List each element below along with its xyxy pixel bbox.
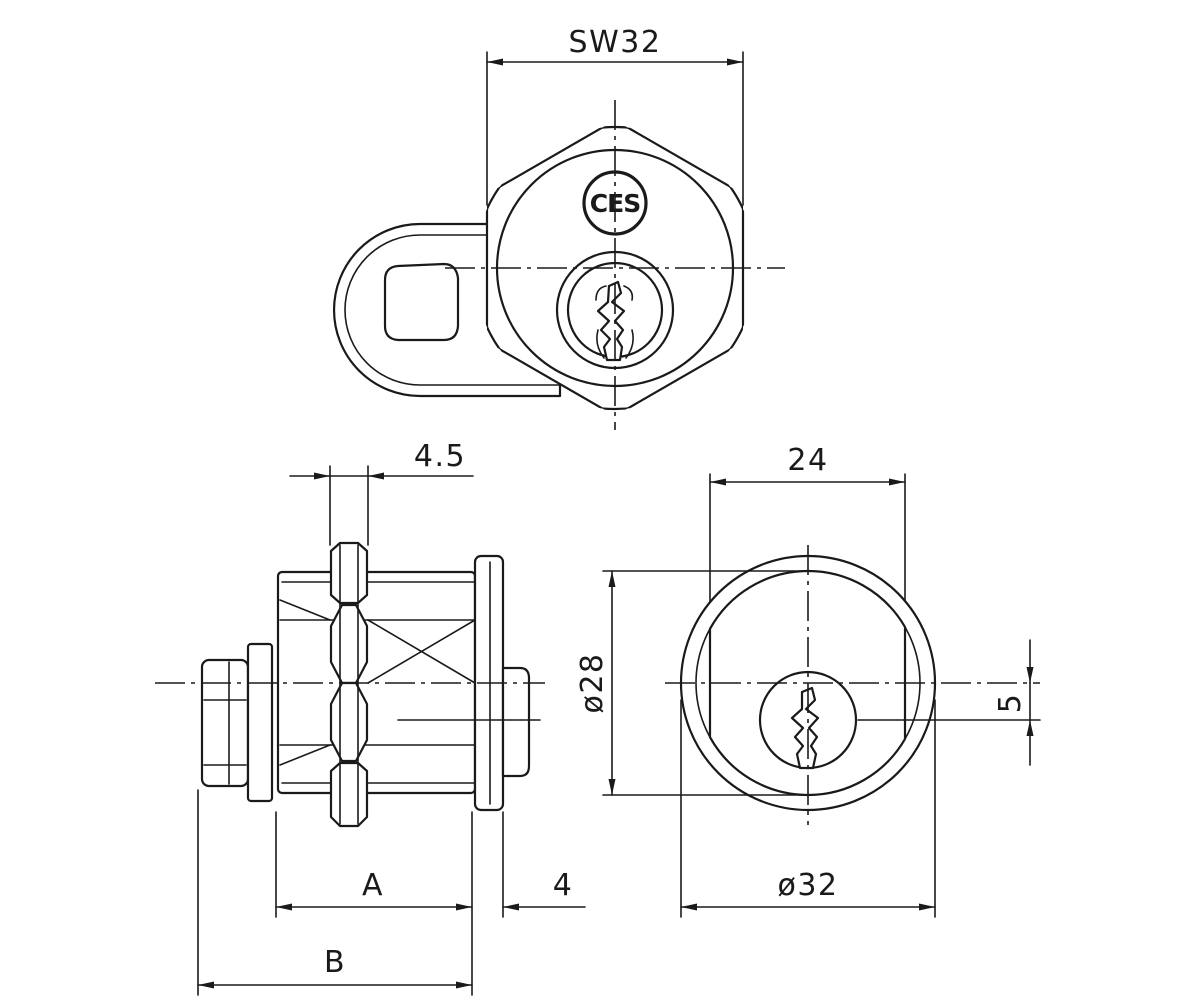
lock-body-diagonal-d bbox=[279, 744, 331, 766]
offset-label: 5 bbox=[993, 693, 1028, 714]
mounting-nut-facet-3 bbox=[329, 681, 369, 763]
sw32-label: SW32 bbox=[569, 25, 662, 60]
mounting-nut-facet-2 bbox=[329, 603, 369, 685]
flange-label: 4 bbox=[553, 868, 574, 903]
nut-thickness-label: 4.5 bbox=[414, 439, 466, 474]
end-view: 24 ø28 5 ø32 bbox=[575, 443, 1041, 918]
cylinder-section-hatched bbox=[708, 569, 907, 797]
keyway-slot bbox=[596, 280, 626, 362]
mounting-nut-facet-4 bbox=[329, 761, 369, 828]
length-a-label: A bbox=[362, 868, 384, 903]
outer-diameter-label: ø32 bbox=[777, 868, 838, 903]
cam-plate-inner-edge bbox=[344, 234, 561, 386]
top-view: SW32 CES bbox=[332, 25, 785, 430]
lock-front-cylinder bbox=[501, 666, 531, 778]
cam-screw-nut bbox=[200, 658, 250, 788]
lock-body-diagonal-c bbox=[279, 599, 331, 621]
cam-plate-hole bbox=[383, 262, 460, 342]
length-b-label: B bbox=[324, 945, 346, 980]
bore-diameter-label: ø28 bbox=[575, 652, 610, 713]
mounting-nut-facet-1 bbox=[329, 541, 369, 605]
mounting-nut bbox=[329, 541, 369, 828]
flat-width-label: 24 bbox=[787, 443, 828, 478]
lock-body-diagonal-b bbox=[367, 619, 476, 684]
cam-washer bbox=[246, 642, 274, 803]
keyway-surround bbox=[595, 285, 634, 359]
side-view: 4.5 bbox=[155, 439, 586, 996]
